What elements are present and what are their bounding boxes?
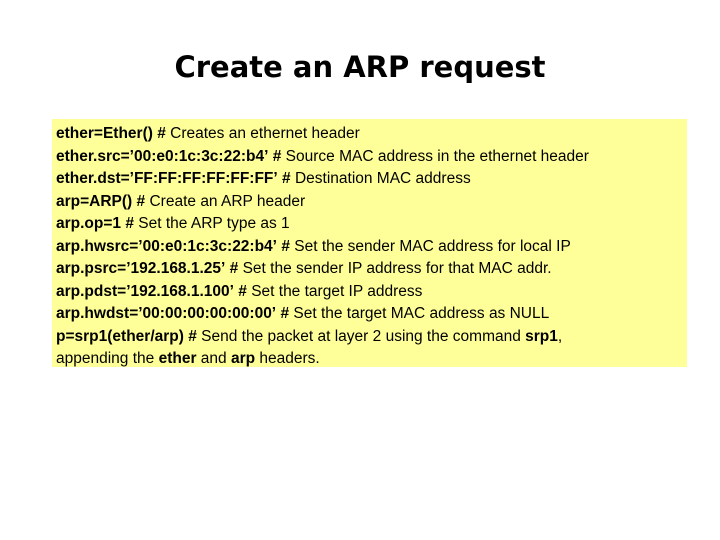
code-comment: Send the packet at layer 2 using the com…	[201, 327, 526, 345]
comment-hash: #	[136, 192, 146, 210]
code-line: ether=Ether() # Creates an ethernet head…	[56, 123, 687, 146]
code-comment-tail: ,	[557, 327, 563, 345]
code-comment: Source MAC address in the ethernet heade…	[285, 147, 589, 165]
comment-hash: #	[281, 237, 290, 255]
code-comment: Creates an ethernet header	[170, 125, 360, 142]
comment-hash: #	[229, 260, 239, 277]
code-line: arp.pdst=’192.168.1.100’ # Set the targe…	[56, 281, 687, 304]
comment-hash: #	[280, 305, 290, 322]
code-snippet-block: ether=Ether() # Creates an ethernet head…	[52, 119, 687, 367]
code-line: arp.hwsrc=’00:e0:1c:3c:22:b4’ # Set the …	[56, 236, 687, 259]
comment-hash: #	[238, 282, 247, 300]
comment-hash: #	[157, 125, 166, 142]
continuation-prefix: appending the	[56, 350, 159, 367]
continuation-tail: headers.	[255, 350, 320, 367]
code-line: ether.src=’00:e0:1c:3c:22:b4’ # Source M…	[56, 146, 687, 169]
code-command: ether.src=’00:e0:1c:3c:22:b4’	[56, 147, 269, 165]
code-command: p=srp1(ether/arp)	[56, 327, 184, 345]
code-command: arp.pdst=’192.168.1.100’	[56, 282, 234, 300]
comment-hash: #	[188, 327, 197, 345]
page-title: Create an ARP request	[174, 50, 546, 84]
code-line: arp.psrc=’192.168.1.25’ # Set the sender…	[56, 258, 687, 281]
code-line: ether.dst=’FF:FF:FF:FF:FF:FF’ # Destinat…	[56, 168, 687, 191]
code-comment: Set the target IP address	[251, 282, 423, 300]
code-comment: Destination MAC address	[294, 170, 471, 187]
comment-hash: #	[272, 147, 282, 165]
comment-hash: #	[282, 170, 291, 187]
code-comment: Set the sender IP address for that MAC a…	[242, 260, 552, 277]
code-line: p=srp1(ether/arp) # Send the packet at l…	[56, 326, 687, 349]
code-line: arp.op=1 # Set the ARP type as 1	[56, 213, 687, 236]
code-line-continuation: appending the ether and arp headers.	[56, 348, 687, 371]
code-comment: Set the target MAC address as NULL	[293, 305, 550, 322]
code-command: arp.op=1	[56, 215, 122, 232]
continuation-mid: and	[196, 350, 231, 367]
code-line: arp=ARP() # Create an ARP header	[56, 191, 687, 214]
code-command: arp.hwsrc=’00:e0:1c:3c:22:b4’	[56, 237, 277, 255]
code-comment: Set the sender MAC address for local IP	[294, 237, 571, 255]
continuation-emphasis-arp: arp	[230, 350, 256, 367]
code-command: arp.psrc=’192.168.1.25’	[56, 260, 226, 277]
code-comment: Create an ARP header	[149, 192, 306, 210]
continuation-emphasis-ether: ether	[158, 350, 197, 367]
code-command: ether.dst=’FF:FF:FF:FF:FF:FF’	[56, 170, 278, 187]
code-command: ether=Ether()	[56, 125, 153, 142]
code-command: arp=ARP()	[56, 192, 133, 210]
code-comment: Set the ARP type as 1	[138, 215, 290, 232]
code-comment-emphasis: srp1	[525, 327, 558, 345]
code-command: arp.hwdst=’00:00:00:00:00:00’	[56, 305, 277, 322]
comment-hash: #	[125, 215, 134, 232]
code-line: arp.hwdst=’00:00:00:00:00:00’ # Set the …	[56, 303, 687, 326]
